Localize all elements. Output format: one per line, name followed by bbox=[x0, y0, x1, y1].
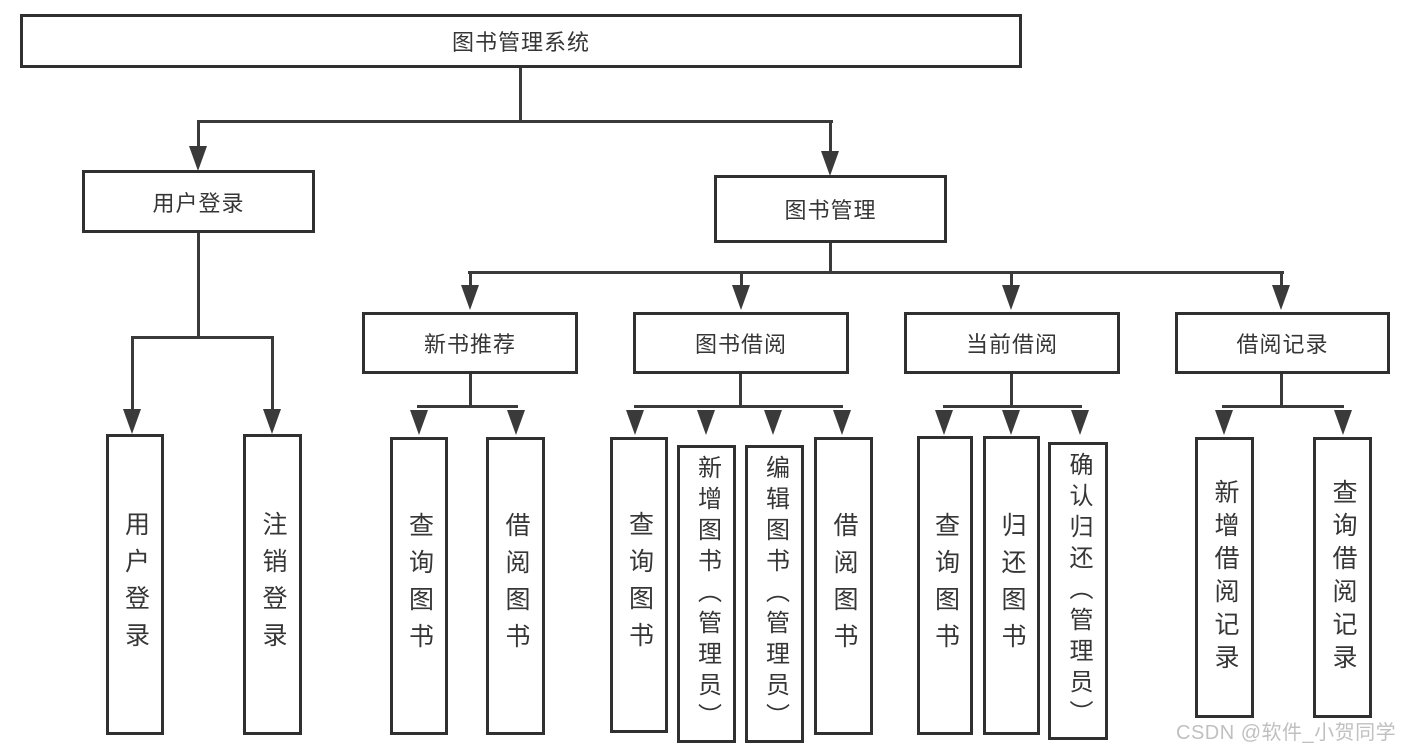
node-library-system-label: 图书管理系统 bbox=[451, 30, 590, 55]
connector-records-vertical bbox=[1280, 374, 1283, 408]
leaf-edit-books-admin: 编辑图书（管理员） bbox=[745, 445, 804, 743]
arrow-down-icon bbox=[123, 409, 141, 434]
leaf-query-books: 查询图书 bbox=[917, 436, 973, 735]
arrow-down-icon bbox=[1002, 410, 1020, 435]
arrow-down-icon bbox=[1002, 285, 1020, 310]
node-user-login-label: 用户登录 bbox=[152, 190, 245, 216]
connector-current-vertical bbox=[1010, 374, 1013, 408]
leaf-query-books-label: 查询图书 bbox=[931, 511, 960, 660]
node-library-system: 图书管理系统 bbox=[20, 14, 1022, 68]
arrow-down-icon bbox=[410, 410, 428, 435]
node-new-book-recommendation: 新书推荐 bbox=[362, 312, 578, 374]
connector-borrow-horizontal bbox=[634, 405, 843, 408]
node-book-management-label: 图书管理 bbox=[784, 198, 877, 223]
arrow-down-icon bbox=[833, 410, 851, 435]
connector-level3-horizontal bbox=[468, 271, 1284, 274]
arrow-down-icon bbox=[764, 410, 782, 435]
connector-root-vertical bbox=[519, 68, 522, 123]
arrow-down-icon bbox=[1334, 410, 1352, 435]
node-user-login: 用户登录 bbox=[82, 170, 315, 233]
connector-to-leaf-user-login bbox=[131, 338, 134, 412]
leaf-query-books-label: 查询图书 bbox=[405, 512, 434, 660]
node-book-borrowing: 图书借阅 bbox=[633, 312, 849, 374]
leaf-query-books: 查询图书 bbox=[390, 437, 448, 735]
leaf-return-books: 归还图书 bbox=[983, 436, 1040, 735]
node-new-book-recommendation-label: 新书推荐 bbox=[423, 332, 516, 357]
leaf-query-borrowing-record-label: 查询借阅记录 bbox=[1329, 478, 1357, 677]
connector-borrow-vertical bbox=[739, 374, 742, 408]
leaf-borrow-books: 借阅图书 bbox=[486, 437, 545, 735]
connector-mgmt-vertical bbox=[829, 243, 832, 274]
connector-to-book-management bbox=[829, 122, 832, 153]
leaf-add-borrowing-record: 新增借阅记录 bbox=[1195, 437, 1254, 718]
leaf-query-books-label: 查询图书 bbox=[625, 511, 654, 659]
node-current-borrowing: 当前借阅 bbox=[904, 312, 1120, 374]
connector-to-current-borrowing bbox=[1010, 273, 1013, 287]
connector-login-horizontal bbox=[131, 336, 274, 339]
leaf-logout-label: 注销登录 bbox=[259, 510, 287, 659]
arrow-down-icon bbox=[1071, 410, 1089, 435]
arrow-down-icon bbox=[732, 285, 750, 310]
connector-level2-horizontal bbox=[197, 120, 833, 123]
node-borrowing-records: 借阅记录 bbox=[1175, 312, 1390, 374]
leaf-query-borrowing-record: 查询借阅记录 bbox=[1313, 437, 1372, 718]
arrow-down-icon bbox=[263, 409, 281, 434]
connector-to-book-borrowing bbox=[740, 273, 743, 287]
arrow-down-icon bbox=[697, 410, 715, 435]
arrow-down-icon bbox=[626, 410, 644, 435]
leaf-borrow-books-label: 借阅图书 bbox=[502, 512, 530, 660]
node-book-borrowing-label: 图书借阅 bbox=[694, 332, 787, 357]
leaf-confirm-return-admin: 确认归还（管理员） bbox=[1048, 442, 1108, 740]
connector-records-horizontal bbox=[1222, 405, 1344, 408]
csdn-watermark: CSDN @软件_小贺同学 bbox=[1176, 722, 1397, 744]
node-borrowing-records-label: 借阅记录 bbox=[1236, 332, 1329, 357]
leaf-confirm-return-admin-label: 确认归还（管理员） bbox=[1065, 451, 1092, 731]
arrow-down-icon bbox=[507, 410, 525, 435]
node-current-borrowing-label: 当前借阅 bbox=[965, 332, 1058, 357]
leaf-logout: 注销登录 bbox=[243, 434, 302, 735]
leaf-return-books-label: 归还图书 bbox=[998, 511, 1026, 660]
leaf-add-books-admin-label: 新增图书（管理员） bbox=[693, 454, 721, 734]
leaf-user-login: 用户登录 bbox=[106, 434, 164, 735]
leaf-add-borrowing-record-label: 新增借阅记录 bbox=[1211, 478, 1239, 677]
node-book-management: 图书管理 bbox=[714, 175, 947, 243]
connector-to-leaf-logout bbox=[271, 338, 274, 412]
leaf-query-books: 查询图书 bbox=[610, 437, 668, 733]
leaf-borrow-books-label: 借阅图书 bbox=[830, 512, 858, 660]
connector-to-new-book-recommendation bbox=[469, 273, 472, 287]
arrow-down-icon bbox=[1215, 410, 1233, 435]
arrow-down-icon bbox=[189, 146, 207, 171]
leaf-edit-books-admin-label: 编辑图书（管理员） bbox=[761, 454, 789, 734]
leaf-user-login-label: 用户登录 bbox=[121, 510, 150, 659]
connector-current-horizontal bbox=[943, 405, 1082, 408]
connector-rec-horizontal bbox=[417, 405, 518, 408]
leaf-borrow-books: 借阅图书 bbox=[814, 437, 873, 735]
connector-login-vertical bbox=[197, 233, 200, 339]
leaf-add-books-admin: 新增图书（管理员） bbox=[677, 445, 736, 743]
arrow-down-icon bbox=[935, 410, 953, 435]
connector-rec-vertical bbox=[469, 374, 472, 408]
arrow-down-icon bbox=[461, 285, 479, 310]
connector-to-user-login bbox=[197, 122, 200, 150]
arrow-down-icon bbox=[821, 151, 839, 176]
arrow-down-icon bbox=[1272, 285, 1290, 310]
connector-to-borrowing-records bbox=[1280, 273, 1283, 287]
